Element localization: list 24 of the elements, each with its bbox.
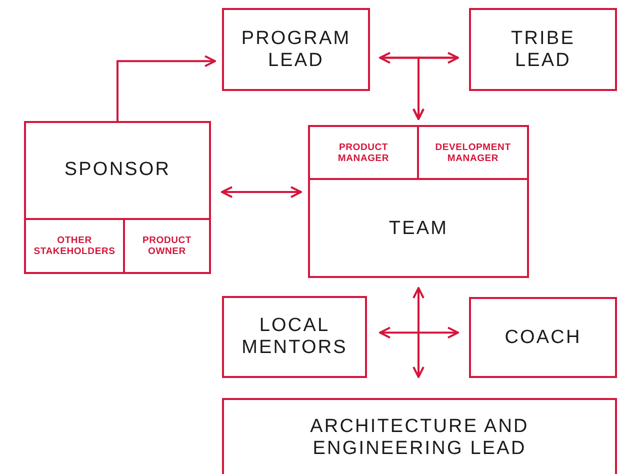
role-box	[308, 125, 529, 278]
connector-arrow	[379, 326, 459, 339]
role-box	[222, 296, 367, 378]
role-label: PRODUCT MANAGER	[336, 142, 390, 164]
role-label: LOCAL MENTORS	[240, 315, 348, 359]
role-box	[469, 297, 617, 378]
role-label: PROGRAM LEAD	[241, 28, 351, 72]
role-box	[24, 121, 211, 274]
role-label: PRODUCT OWNER	[141, 235, 193, 257]
role-label: TRIBE LEAD	[510, 28, 576, 72]
role-label: COACH	[504, 326, 582, 348]
role-label: DEVELOPMENT MANAGER	[434, 142, 512, 164]
connector-arrow	[412, 56, 458, 120]
connector-arrow	[379, 52, 459, 64]
connector-arrow	[221, 186, 302, 198]
role-box	[469, 8, 617, 91]
role-label: ARCHITECTURE AND ENGINEERING LEAD	[309, 416, 530, 460]
connector-arrow	[116, 55, 216, 121]
role-label: SPONSOR	[64, 159, 171, 181]
role-box	[222, 398, 617, 474]
role-box	[222, 8, 370, 91]
role-label: OTHER STAKEHOLDERS	[32, 235, 116, 257]
connector-arrow	[412, 287, 424, 378]
role-label: TEAM	[388, 218, 448, 240]
